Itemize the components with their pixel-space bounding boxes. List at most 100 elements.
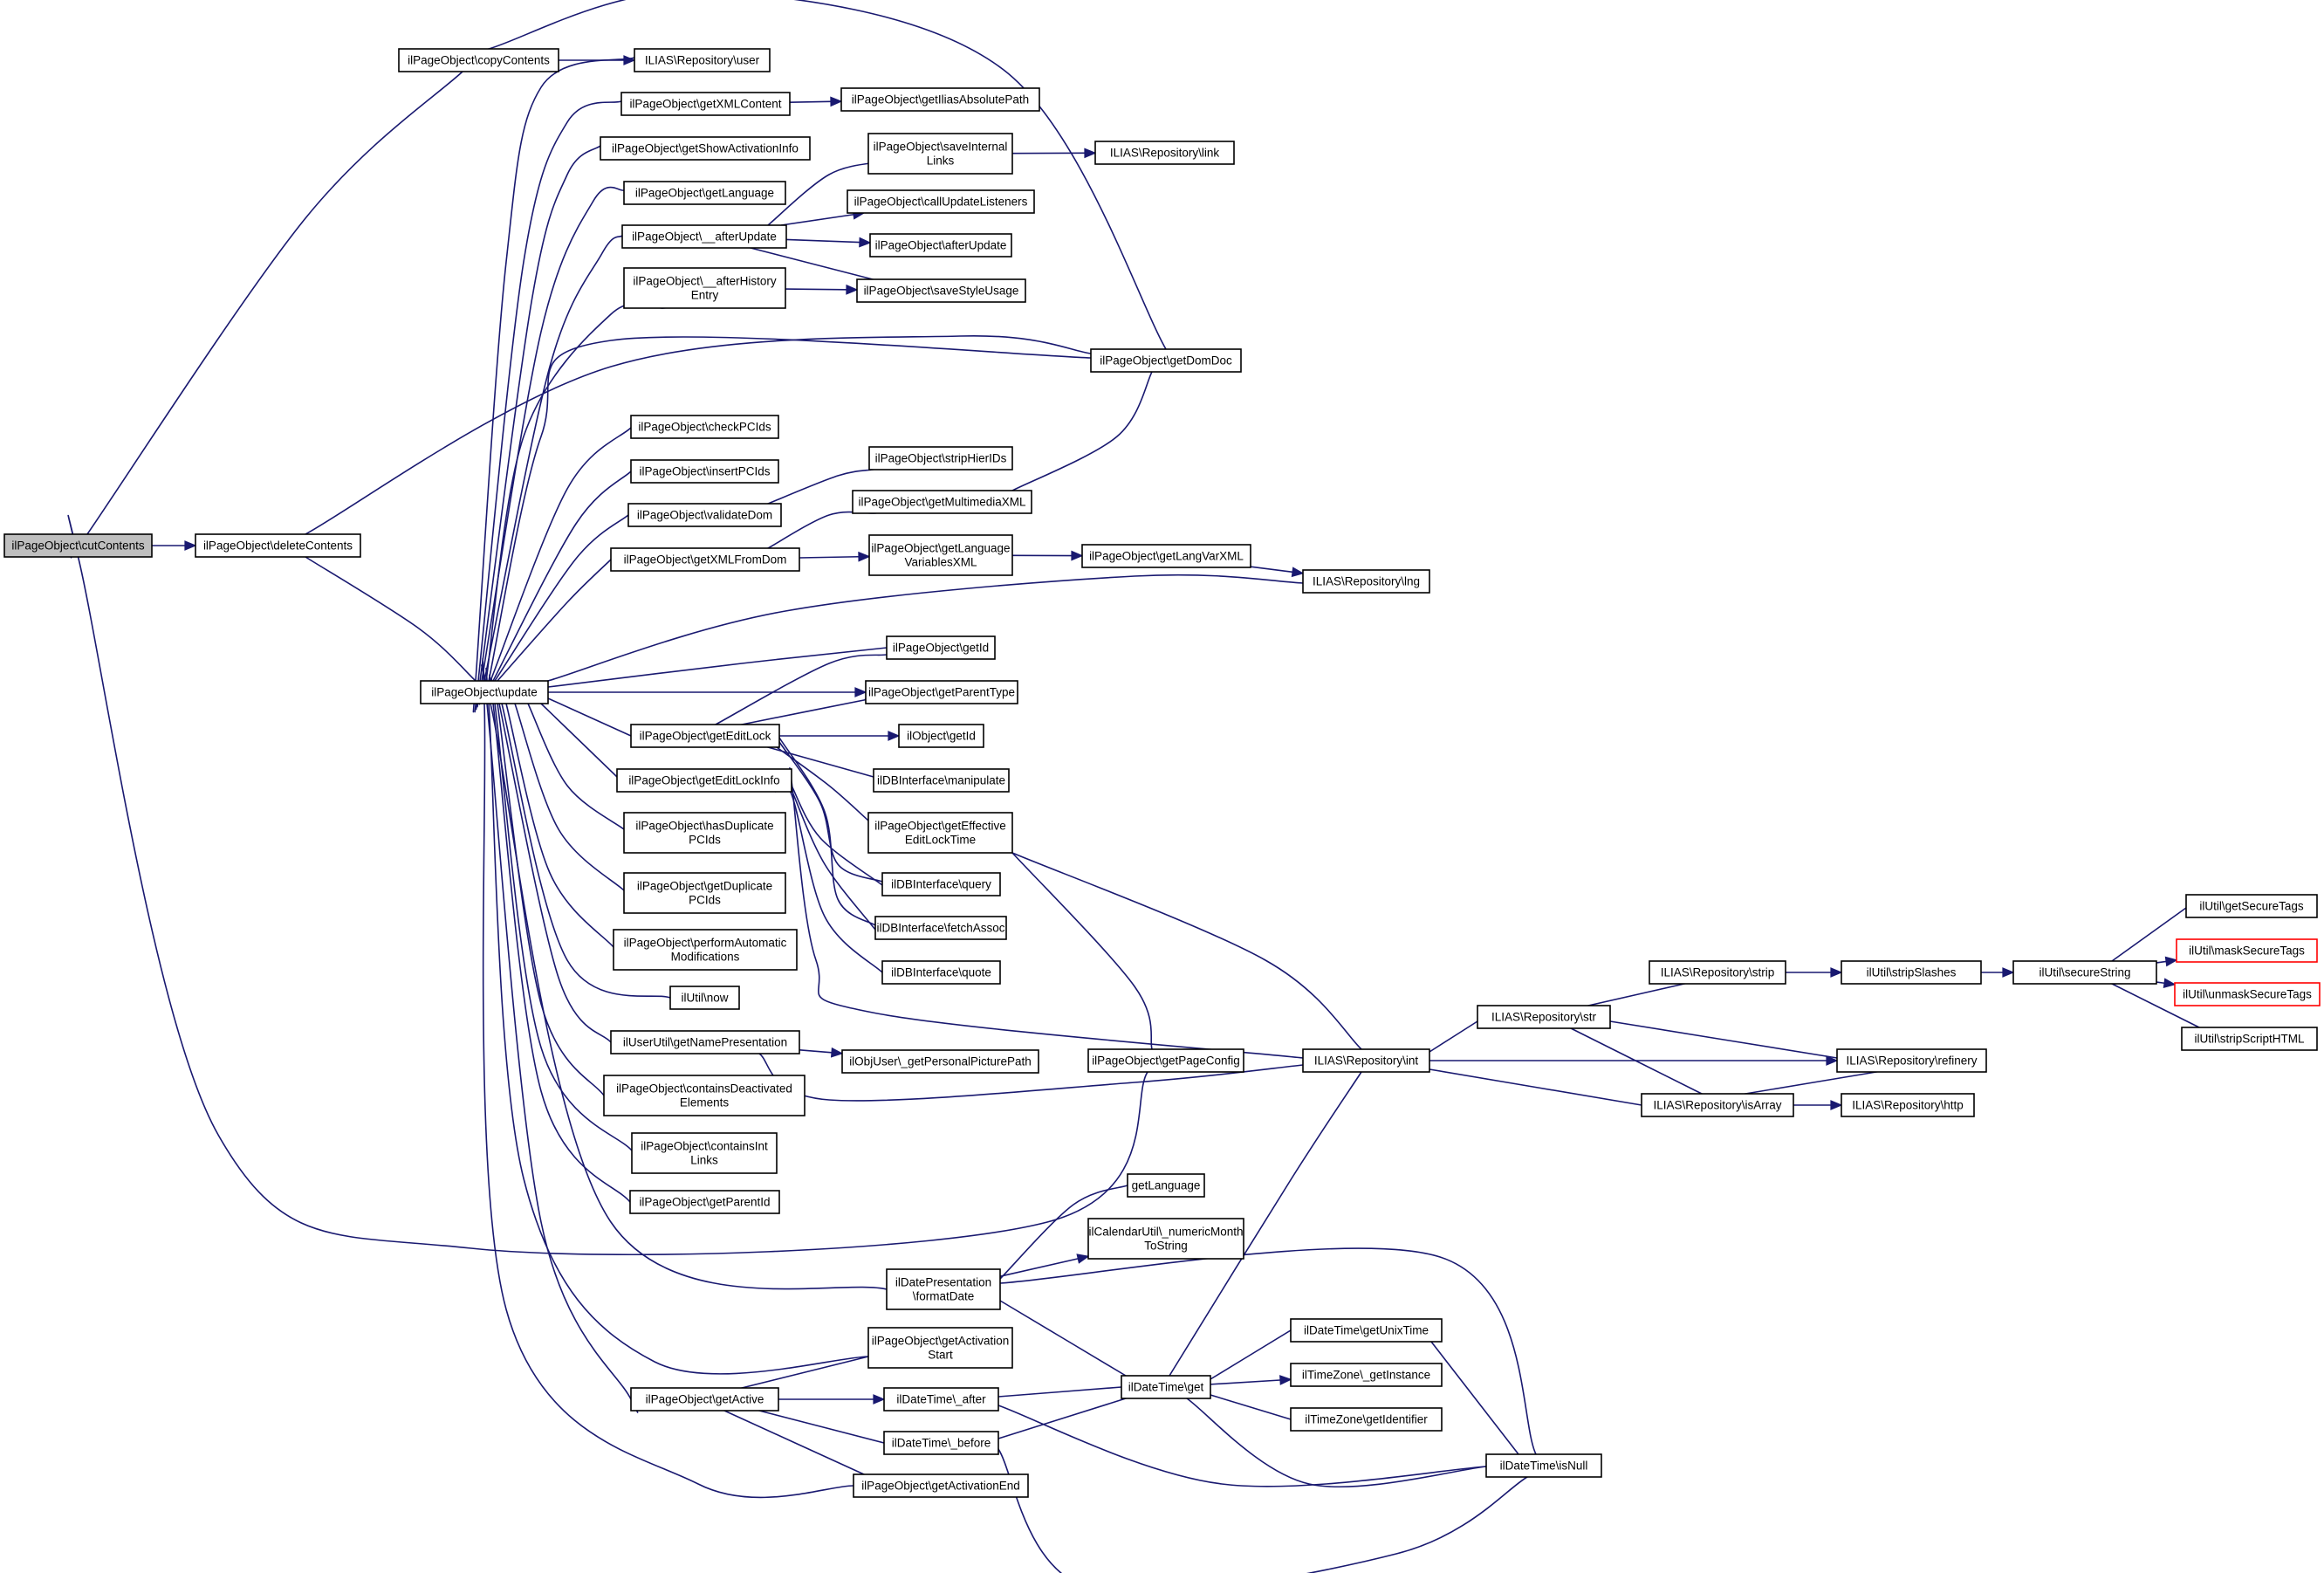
node-afterUpdate[interactable]: ilPageObject\afterUpdate: [869, 233, 1012, 258]
node-repoLng[interactable]: ILIAS\Repository\lng: [1302, 569, 1430, 594]
node-getIdPO[interactable]: ilPageObject\getId: [886, 635, 996, 660]
node-box[interactable]: [1485, 1453, 1602, 1478]
node-box[interactable]: [195, 533, 361, 558]
node-getXMLContent[interactable]: ilPageObject\getXMLContent: [620, 92, 791, 116]
node-callUpdateListeners[interactable]: ilPageObject\callUpdateListeners: [847, 189, 1035, 214]
node-box[interactable]: [886, 1268, 1001, 1310]
node-getXMLFromDom[interactable]: ilPageObject\getXMLFromDom: [610, 547, 800, 572]
node-box[interactable]: [867, 1327, 1013, 1369]
node-getParentId[interactable]: ilPageObject\getParentId: [629, 1190, 780, 1214]
node-box[interactable]: [669, 986, 740, 1010]
node-box[interactable]: [623, 267, 786, 309]
node-getIliasAbsolutePath[interactable]: ilPageObject\getIliasAbsolutePath: [840, 87, 1040, 112]
node-getActive[interactable]: ilPageObject\getActive: [630, 1387, 779, 1412]
node-getSecureTags[interactable]: ilUtil\getSecureTags: [2185, 894, 2318, 918]
node-box[interactable]: [420, 680, 549, 704]
node-box[interactable]: [852, 490, 1032, 514]
node-box[interactable]: [874, 916, 1007, 940]
node-getNamePresentation[interactable]: ilUserUtil\getNamePresentation: [610, 1030, 800, 1054]
node-box[interactable]: [630, 1387, 779, 1412]
node-unmaskSecureTags[interactable]: ilUtil\unmaskSecureTags: [2174, 982, 2321, 1006]
node-box[interactable]: [841, 1049, 1039, 1074]
node-box[interactable]: [1087, 1218, 1244, 1260]
node-box[interactable]: [603, 1075, 806, 1116]
node-box[interactable]: [881, 872, 1001, 896]
node-getDomDoc[interactable]: ilPageObject\getDomDoc: [1090, 348, 1242, 373]
node-dbQuote[interactable]: ilDBInterface\quote: [881, 960, 1001, 985]
node-__afterUpdate[interactable]: ilPageObject\__afterUpdate: [621, 224, 787, 249]
node-secureString[interactable]: ilUtil\secureString: [2012, 960, 2157, 985]
node-box[interactable]: [853, 1473, 1029, 1498]
node-box[interactable]: [630, 415, 779, 439]
node-box[interactable]: [1090, 348, 1242, 373]
node-box[interactable]: [1841, 960, 1982, 985]
node-box[interactable]: [881, 960, 1001, 985]
node-copyContents[interactable]: ilPageObject\copyContents: [398, 48, 559, 72]
node-deleteContents[interactable]: ilPageObject\deleteContents: [195, 533, 361, 558]
node-tzGetInstance[interactable]: ilTimeZone\_getInstance: [1290, 1363, 1443, 1387]
node-repoHttp[interactable]: ILIAS\Repository\http: [1841, 1093, 1975, 1117]
node-box[interactable]: [883, 1387, 999, 1412]
node-box[interactable]: [631, 1132, 778, 1174]
node-box[interactable]: [630, 459, 779, 484]
node-box[interactable]: [1302, 1048, 1430, 1073]
node-box[interactable]: [623, 872, 786, 914]
node-box[interactable]: [620, 92, 791, 116]
node-getParentType[interactable]: ilPageObject\getParentType: [865, 680, 1018, 704]
node-getLanguage[interactable]: getLanguage: [1127, 1173, 1205, 1198]
node-box[interactable]: [869, 233, 1012, 258]
node-box[interactable]: [883, 1431, 999, 1455]
node-getEditLock[interactable]: ilPageObject\getEditLock: [630, 724, 780, 748]
node-box[interactable]: [847, 189, 1035, 214]
node-formatDate[interactable]: ilDatePresentation\formatDate: [886, 1268, 1001, 1310]
node-checkPCIds[interactable]: ilPageObject\checkPCIds: [630, 415, 779, 439]
node-box[interactable]: [600, 136, 811, 161]
node-repoStrip[interactable]: ILIAS\Repository\strip: [1649, 960, 1786, 985]
node-box[interactable]: [616, 768, 792, 793]
node-tzGetIdentifier[interactable]: ilTimeZone\getIdentifier: [1290, 1407, 1443, 1432]
node-stripScriptHTML[interactable]: ilUtil\stripScriptHTML: [2181, 1027, 2318, 1051]
node-box[interactable]: [623, 812, 786, 854]
node-dbQuery[interactable]: ilDBInterface\query: [881, 872, 1001, 896]
node-dtIsNull[interactable]: ilDateTime\isNull: [1485, 1453, 1602, 1478]
node-box[interactable]: [873, 768, 1010, 793]
node-insertPCIds[interactable]: ilPageObject\insertPCIds: [630, 459, 779, 484]
node-cutContents[interactable]: ilPageObject\cutContents: [3, 533, 153, 558]
node-getEditLockInfo[interactable]: ilPageObject\getEditLockInfo: [616, 768, 792, 793]
node-box[interactable]: [1081, 544, 1251, 568]
node-stripSlashes[interactable]: ilUtil\stripSlashes: [1841, 960, 1982, 985]
node-box[interactable]: [1127, 1173, 1205, 1198]
node-box[interactable]: [1290, 1318, 1443, 1343]
node-manipulate[interactable]: ilDBInterface\manipulate: [873, 768, 1010, 793]
node-box[interactable]: [1841, 1093, 1975, 1117]
node-dtAfter[interactable]: ilDateTime\_after: [883, 1387, 999, 1412]
node-box[interactable]: [840, 87, 1040, 112]
node-box[interactable]: [2174, 982, 2321, 1006]
node-box[interactable]: [2176, 938, 2318, 963]
node-ilObjectGetId[interactable]: ilObject\getId: [898, 724, 984, 748]
node-box[interactable]: [1641, 1093, 1794, 1117]
node-box[interactable]: [3, 533, 153, 558]
node-getLangVarXML[interactable]: ilPageObject\getLangVarXML: [1081, 544, 1251, 568]
node-stripHierIDs[interactable]: ilPageObject\stripHierIDs: [868, 446, 1013, 471]
node-box[interactable]: [1290, 1407, 1443, 1432]
node-getPageConfig[interactable]: ilPageObject\getPageConfig: [1087, 1048, 1244, 1073]
node-repoStr[interactable]: ILIAS\Repository\str: [1477, 1005, 1611, 1029]
node-getPersonalPicturePath[interactable]: ilObjUser\_getPersonalPicturePath: [841, 1049, 1039, 1074]
node-box[interactable]: [856, 278, 1026, 303]
node-box[interactable]: [1094, 141, 1235, 165]
node-getActivationEnd[interactable]: ilPageObject\getActivationEnd: [853, 1473, 1029, 1498]
node-validateDom[interactable]: ilPageObject\validateDom: [627, 503, 782, 527]
node-box[interactable]: [1121, 1375, 1211, 1399]
node-update[interactable]: ilPageObject\update: [420, 680, 549, 704]
node-maskSecureTags[interactable]: ilUtil\maskSecureTags: [2176, 938, 2318, 963]
node-box[interactable]: [898, 724, 984, 748]
node-box[interactable]: [868, 534, 1013, 576]
